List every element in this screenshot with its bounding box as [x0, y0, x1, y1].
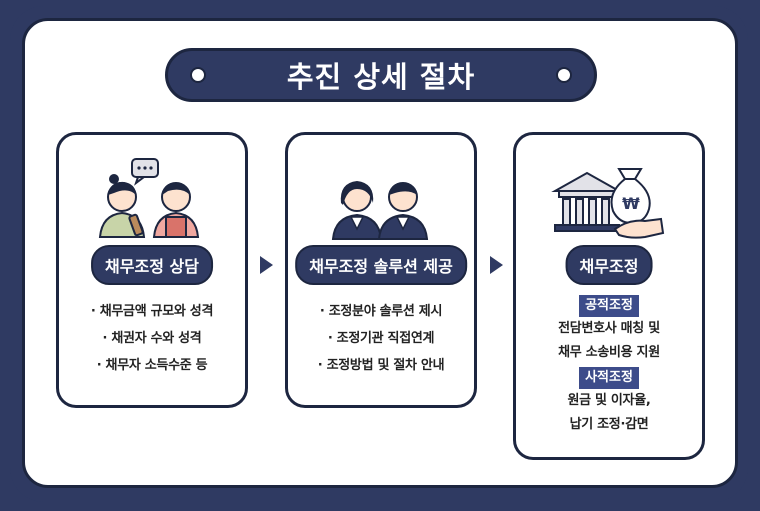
- title-banner: 추진 상세 절차: [165, 48, 597, 102]
- counselor-pair-icon: [98, 158, 200, 238]
- arrow-right-icon: [490, 256, 503, 274]
- step-card-solution: 채무조정 솔루션 제공 · 조정분야 솔루션 제시 · 조정기관 직접연계 · …: [285, 132, 477, 408]
- step-card-adjustment: ₩ 채무조정 공적조정 전담변호사 매칭 및 채무 소송비용 지원 사적조정 원…: [513, 132, 705, 460]
- step-label: 채무조정 솔루션 제공: [295, 245, 467, 285]
- list-item: 채무 소송비용 지원: [558, 345, 660, 360]
- step-card-consultation: 채무조정 상담 · 채무금액 규모와 성격 · 채권자 수와 성격 · 채무자 …: [56, 132, 248, 408]
- list-item: 전담변호사 매칭 및: [558, 321, 660, 336]
- page-title: 추진 상세 절차: [286, 60, 476, 94]
- step-label: 채무조정: [565, 245, 653, 285]
- list-item: · 채무자 소득수준 등: [96, 358, 208, 373]
- list-item: · 채권자 수와 성격: [102, 331, 202, 346]
- list-item: · 조정방법 및 절차 안내: [317, 358, 445, 373]
- list-item: 납기 조정·감면: [569, 417, 649, 432]
- list-item: · 채무금액 규모와 성격: [90, 304, 214, 319]
- step-label: 채무조정 상담: [91, 245, 213, 285]
- banner-dot-right: [556, 67, 572, 83]
- private-adjustment-badge: 사적조정: [579, 367, 639, 389]
- business-pair-icon: [331, 181, 429, 240]
- list-item: 원금 및 이자율,: [567, 393, 651, 408]
- step-item-list: · 채무금액 규모와 성격 · 채권자 수와 성격 · 채무자 소득수준 등: [59, 298, 245, 379]
- list-item: · 조정분야 솔루션 제시: [319, 304, 443, 319]
- money-bag-icon: ₩: [610, 168, 651, 225]
- public-adjustment-badge: 공적조정: [579, 295, 639, 317]
- hand-icon: [613, 217, 665, 239]
- speech-bubble-icon: [131, 158, 159, 186]
- arrow-right-icon: [260, 256, 273, 274]
- step-item-list: · 조정분야 솔루션 제시 · 조정기관 직접연계 · 조정방법 및 절차 안내: [288, 298, 474, 379]
- svg-text:₩: ₩: [622, 194, 640, 213]
- list-item: · 조정기관 직접연계: [327, 331, 435, 346]
- adjustment-details: 공적조정 전담변호사 매칭 및 채무 소송비용 지원 사적조정 원금 및 이자율…: [516, 293, 702, 437]
- banner-dot-left: [190, 67, 206, 83]
- bank-icon: ₩: [551, 168, 665, 239]
